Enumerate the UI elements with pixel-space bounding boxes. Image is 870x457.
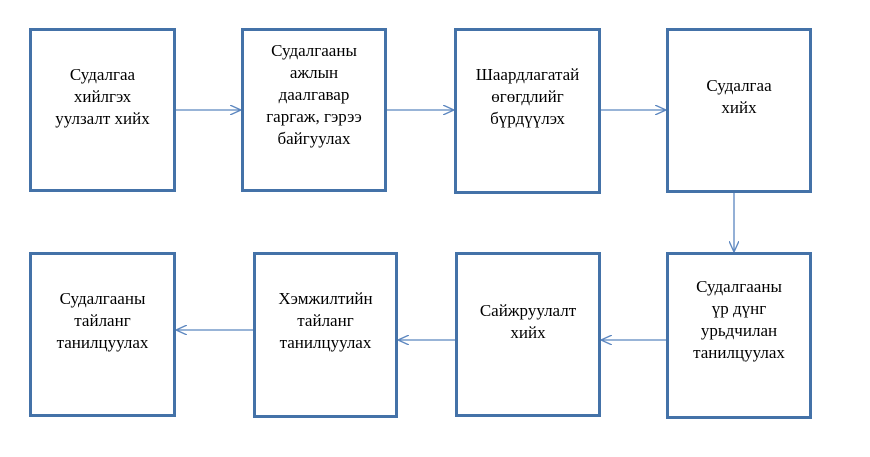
step-label: Сайжруулалт хийх [479, 301, 577, 342]
step-box-6: Сайжруулалт хийх [455, 252, 601, 417]
step-label: Хэмжилтийн тайланг танилцуулах [278, 289, 373, 352]
step-box-3: Шаардлагатай өгөгдлийг бүрдүүлэх [454, 28, 601, 194]
step-label: Судалгааны үр дүнг урьдчилан танилцуулах [693, 277, 785, 362]
step-label: Шаардлагатай өгөгдлийг бүрдүүлэх [475, 65, 580, 128]
step-box-5: Судалгааны үр дүнг урьдчилан танилцуулах [666, 252, 812, 419]
step-box-1: Судалгаа хийлгэх уулзалт хийх [29, 28, 176, 192]
step-label: Судалгаа хийх [706, 76, 772, 117]
step-box-2: Судалгааны ажлын даалгавар гаргаж, гэрээ… [241, 28, 387, 192]
step-box-4: Судалгаа хийх [666, 28, 812, 193]
step-label: Судалгаа хийлгэх уулзалт хийх [55, 65, 150, 128]
step-box-8: Судалгааны тайланг танилцуулах [29, 252, 176, 417]
step-box-7: Хэмжилтийн тайланг танилцуулах [253, 252, 398, 418]
step-label: Судалгааны тайланг танилцуулах [56, 289, 149, 352]
step-label: Судалгааны ажлын даалгавар гаргаж, гэрээ… [266, 41, 362, 148]
